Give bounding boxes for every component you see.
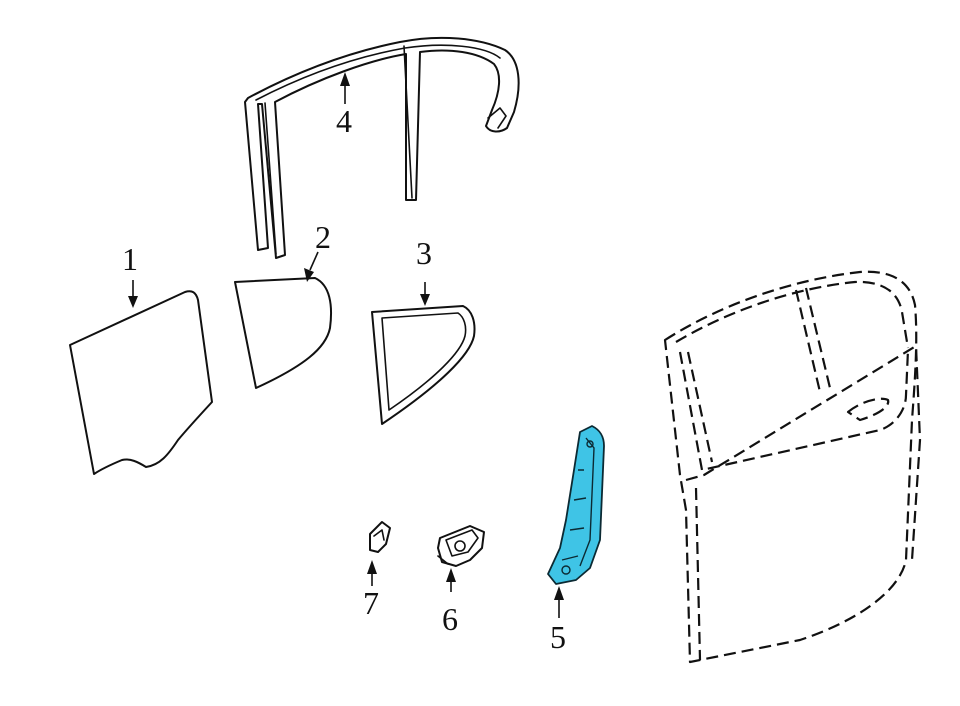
callout-4: 4 xyxy=(336,103,352,139)
door-shell-outline xyxy=(663,270,922,664)
callout-7: 7 xyxy=(363,585,379,621)
part-5-window-regulator[interactable] xyxy=(547,425,605,585)
part-7-clip[interactable] xyxy=(369,521,391,553)
part-2-quarter-glass[interactable] xyxy=(234,277,333,389)
callout-3: 3 xyxy=(416,235,432,271)
part-3-quarter-seal[interactable] xyxy=(371,305,476,425)
part-6-motor-bracket[interactable] xyxy=(437,525,485,567)
part-1-door-glass[interactable] xyxy=(69,290,213,475)
part-4-run-channel[interactable] xyxy=(244,36,520,259)
callout-6: 6 xyxy=(442,601,458,637)
callout-2: 2 xyxy=(315,219,331,255)
callout-arrows xyxy=(128,72,564,618)
callout-5: 5 xyxy=(550,619,566,655)
callout-1: 1 xyxy=(122,241,138,277)
